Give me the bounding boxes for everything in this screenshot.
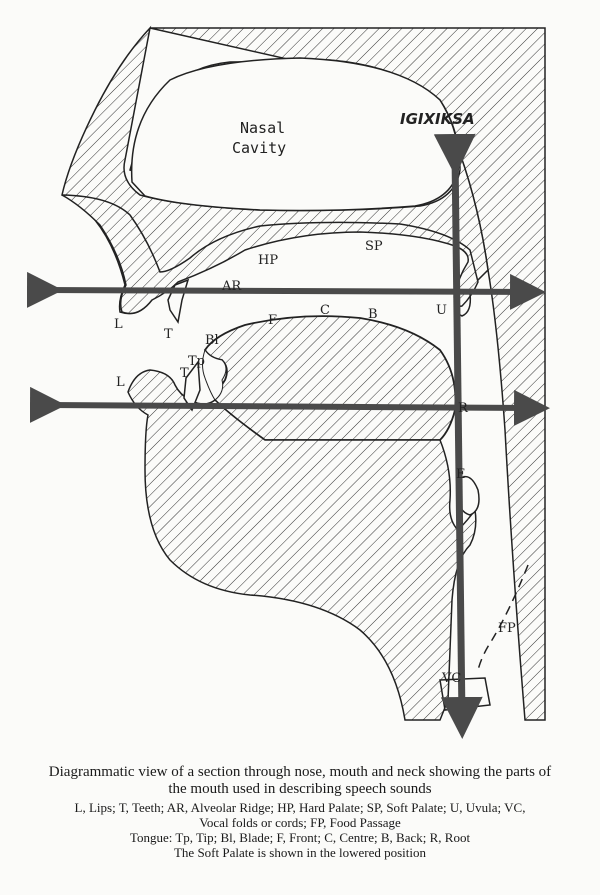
label-cavity: Cavity [232, 139, 286, 157]
caption-tongue-line: Tongue: Tp, Tip; Bl, Blade; F, Front; C,… [20, 830, 580, 845]
caption-note-line: The Soft Palate is shown in the lowered … [20, 845, 580, 860]
label-u: U [436, 303, 447, 318]
caption-title-line2: the mouth used in describing speech soun… [20, 781, 580, 798]
nasal-cavity [132, 58, 459, 211]
label-c: C [320, 303, 330, 318]
label-lip-lower: L [116, 375, 125, 390]
label-teeth-lower: T [180, 366, 189, 381]
caption-key-line2: Vocal folds or cords; FP, Food Passage [20, 815, 580, 830]
caption-key-line1: L, Lips; T, Teeth; AR, Alveolar Ridge; H… [20, 800, 580, 815]
label-ar: AR [221, 279, 242, 294]
label-b: B [368, 307, 378, 322]
tongue [205, 316, 455, 440]
label-tp: Tp [188, 354, 205, 369]
label-bl: Bl [205, 333, 219, 348]
label-teeth-upper: T [164, 327, 173, 342]
label-handwritten: IGIXIKSA [400, 110, 475, 128]
label-r: R [458, 401, 469, 416]
label-fp: FP [498, 621, 516, 636]
caption-title-line1: Diagrammatic view of a section through n… [20, 764, 580, 781]
label-nasal: Nasal [240, 119, 285, 137]
figure-caption: Diagrammatic view of a section through n… [20, 764, 580, 860]
label-f: F [268, 313, 277, 328]
label-hp: HP [258, 253, 278, 268]
label-vc: VC [441, 671, 461, 686]
label-lip-upper: L [114, 317, 123, 332]
label-sp: SP [365, 239, 383, 254]
label-e: E [456, 467, 466, 482]
